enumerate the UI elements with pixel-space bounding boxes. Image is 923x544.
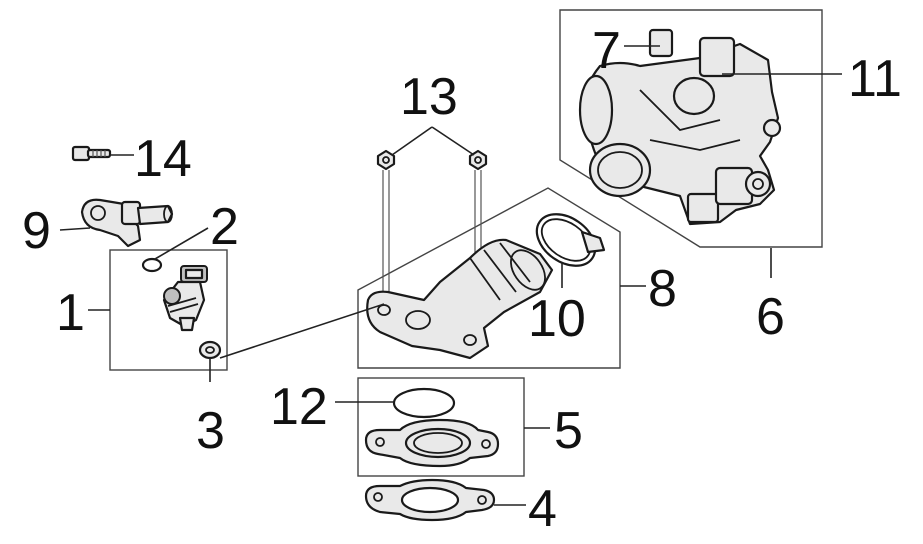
callout-4: 4	[528, 480, 557, 538]
intake-manifold-group-box	[357, 187, 621, 369]
o-ring-part	[141, 257, 163, 273]
callout-11: 11	[848, 50, 902, 108]
injector-holder-part	[80, 198, 174, 248]
callout-10: 10	[528, 290, 586, 348]
throttle-body-group-box	[559, 9, 823, 248]
callout-7: 7	[592, 22, 621, 80]
nut-part-right	[468, 149, 488, 171]
callout-6: 6	[756, 288, 785, 346]
intake-manifold-part	[366, 238, 554, 360]
callout-1: 1	[56, 284, 85, 342]
insulator-part	[364, 418, 500, 468]
leader-13a	[391, 126, 433, 156]
gasket-part	[364, 478, 496, 522]
callout-3: 3	[196, 402, 225, 460]
callout-13: 13	[400, 68, 458, 126]
leader-13b	[431, 126, 475, 156]
gasket-group-box	[357, 377, 525, 477]
washer-part	[198, 340, 222, 360]
nut-part-left	[376, 149, 396, 171]
large-o-ring-part	[392, 387, 456, 419]
callout-9: 9	[22, 202, 51, 260]
callout-5: 5	[554, 402, 583, 460]
callout-2: 2	[210, 198, 239, 256]
callout-8: 8	[648, 260, 677, 318]
callout-12: 12	[270, 378, 328, 436]
fuel-injector-part	[162, 265, 208, 332]
bolt-part	[71, 145, 112, 162]
throttle-body-part	[578, 28, 782, 226]
callout-14: 14	[134, 130, 192, 188]
leader-injector-to-manifold	[219, 303, 385, 359]
leader-2	[154, 227, 209, 260]
leader-9	[59, 227, 91, 231]
hose-clamp-part	[535, 213, 606, 267]
